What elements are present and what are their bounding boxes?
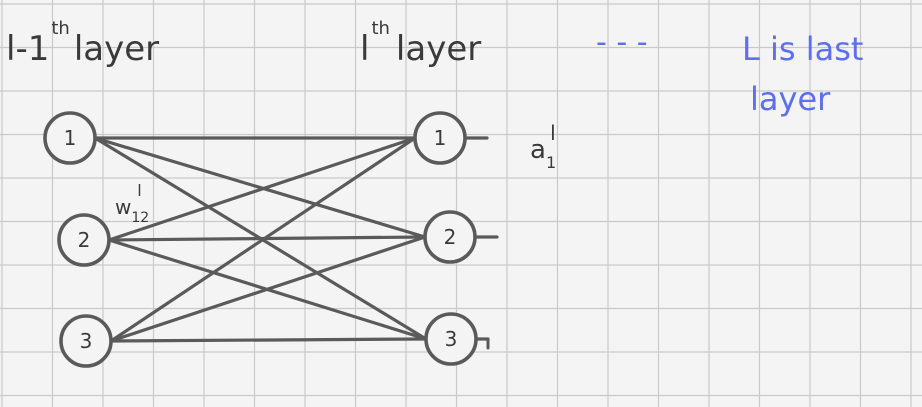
right-node-1-label: 1 — [434, 126, 447, 150]
edge-2-1 — [107, 136, 417, 242]
prev-layer-title: l-1thlayer — [6, 18, 159, 69]
right-node-1: 1 — [413, 111, 467, 165]
left-node-1-label: 1 — [64, 126, 77, 150]
edge-3-1 — [109, 136, 417, 343]
left-node-3-circle — [59, 314, 113, 368]
left-node-2-label: 2 — [78, 228, 91, 252]
nodes: 1 2 3 1 2 3 — [43, 111, 478, 368]
right-node-3: 3 — [424, 312, 478, 366]
right-node-2: 2 — [423, 210, 477, 264]
edge-3-3 — [109, 337, 428, 343]
output-stubs — [463, 136, 499, 350]
left-node-3-label: 3 — [80, 329, 93, 353]
right-node-1-circle — [413, 111, 467, 165]
weight-label: w12l — [115, 181, 149, 226]
edge-3-2 — [109, 235, 427, 343]
right-node-2-circle — [423, 210, 477, 264]
last-layer-note-line2: layer — [750, 80, 831, 118]
last-layer-note-line1: L is last — [742, 30, 863, 68]
left-node-1: 1 — [43, 111, 97, 165]
continuation-dashes: - - - — [596, 25, 648, 60]
left-node-2: 2 — [57, 213, 111, 267]
edge-1-2 — [93, 136, 427, 239]
left-node-3: 3 — [59, 314, 113, 368]
right-node-3-label: 3 — [445, 327, 458, 351]
right-node-2-label: 2 — [444, 225, 457, 249]
left-node-1-circle — [43, 111, 97, 165]
left-node-2-circle — [57, 213, 111, 267]
activation-label: a1l — [530, 121, 556, 172]
right-node-3-circle — [424, 312, 478, 366]
connections — [93, 136, 428, 343]
curr-layer-title: lthlayer — [360, 18, 481, 69]
